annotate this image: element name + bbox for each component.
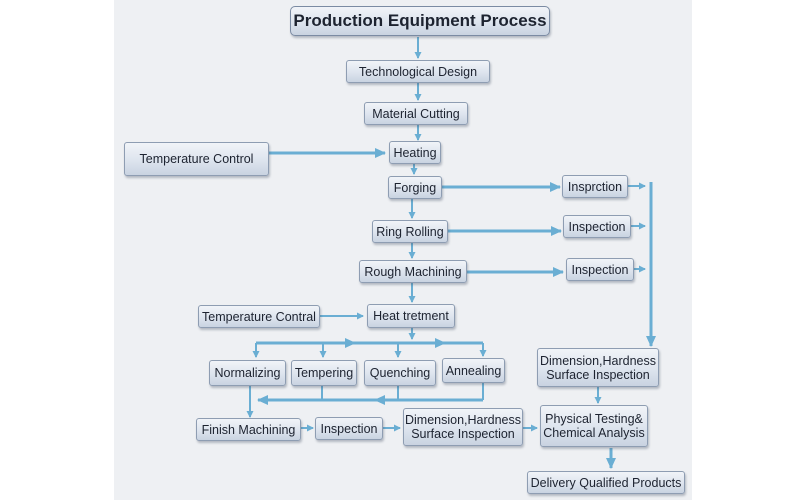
node-annealing: Annealing — [442, 358, 505, 383]
node-dimension-hardness-right: Dimension,Hardness Surface Inspection — [537, 348, 659, 387]
node-temperature-contral: Temperature Contral — [198, 305, 320, 328]
node-technological-design: Technological Design — [346, 60, 490, 83]
node-inspection-after-rough-machining: Inspection — [566, 258, 634, 281]
node-insprction: Insprction — [562, 175, 628, 198]
node-finish-machining: Finish Machining — [196, 418, 301, 441]
node-inspection-after-ring-rolling: Inspection — [563, 215, 631, 238]
node-forging: Forging — [388, 176, 442, 199]
node-quenching: Quenching — [364, 360, 436, 386]
node-rough-machining: Rough Machining — [359, 260, 467, 283]
node-delivery-qualified-products: Delivery Qualified Products — [527, 471, 685, 494]
node-inspection-after-finish: Inspection — [315, 417, 383, 440]
node-physical-testing: Physical Testing& Chemical Analysis — [540, 405, 648, 447]
node-tempering: Tempering — [291, 360, 357, 386]
node-normalizing: Normalizing — [209, 360, 286, 386]
node-heating: Heating — [389, 141, 441, 164]
node-ring-rolling: Ring Rolling — [372, 220, 448, 243]
node-dimension-hardness-bottom: Dimension,Hardness Surface Inspection — [403, 408, 523, 446]
node-material-cutting: Material Cutting — [364, 102, 468, 125]
node-heat-tretment: Heat tretment — [367, 304, 455, 328]
diagram-title: Production Equipment Process — [290, 6, 550, 36]
node-temperature-control: Temperature Control — [124, 142, 269, 176]
